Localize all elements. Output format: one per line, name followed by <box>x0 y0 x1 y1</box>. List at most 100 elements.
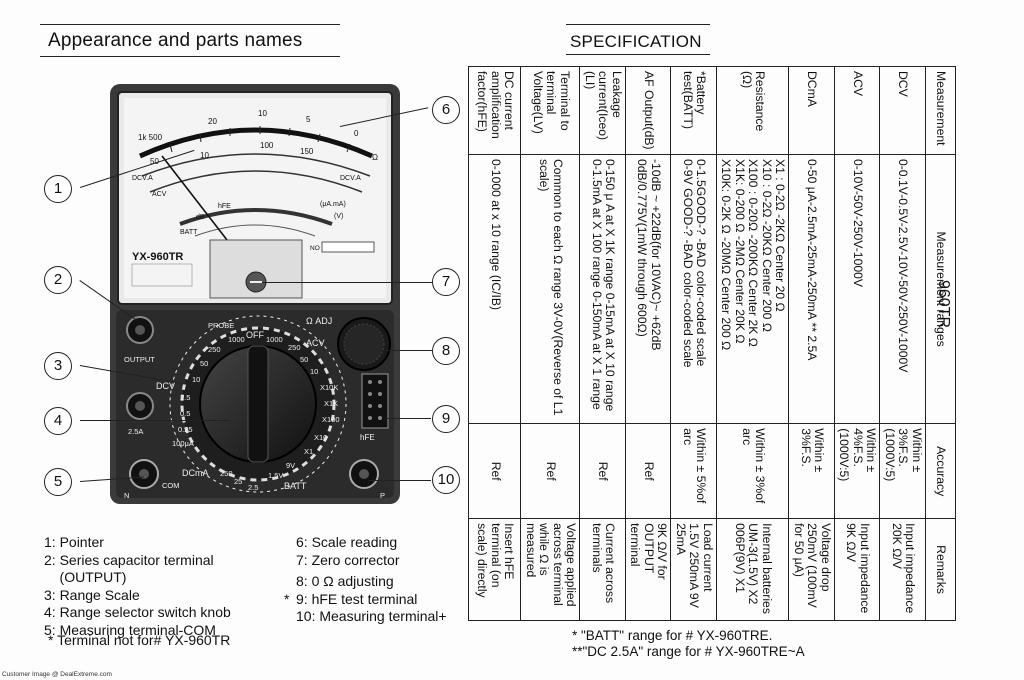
legend-item: 10: Measuring terminal+ <box>296 608 447 624</box>
callout-1: 1 <box>44 175 72 203</box>
cell-accuracy: Within ± 3%F.S. (1000V:5) <box>880 423 926 519</box>
svg-text:X100: X100 <box>322 415 340 424</box>
svg-text:N: N <box>124 491 129 500</box>
cell-range: 0-1.5GOOD-? -BAD color-coded scale 0-9V … <box>671 154 717 424</box>
parts-legend-left: 1: Pointer 2: Series capacitor terminal … <box>44 534 231 639</box>
svg-text:250: 250 <box>288 343 301 352</box>
column-header: Measurement ranges <box>925 154 956 424</box>
cell-measurement: Terminal to terminal Voltage(LV) <box>521 66 580 155</box>
cell-remarks: Input impedance 20K Ω/V <box>880 518 926 621</box>
svg-text:1000: 1000 <box>266 335 283 344</box>
cell-remarks: Voltage applied across terminal while Ω … <box>521 518 580 621</box>
cell-accuracy: Within ± 3%F.S. <box>789 423 835 519</box>
knob-pointer-bar <box>247 345 269 463</box>
terminal-2-5a <box>126 392 154 420</box>
leader-line-7 <box>262 282 432 283</box>
callout-3: 3 <box>44 352 72 380</box>
callout-2: 2 <box>44 266 72 294</box>
svg-text:0: 0 <box>354 129 359 138</box>
cell-accuracy: Within ± 4%F.S. (1000V:5) <box>834 423 880 519</box>
svg-text:OFF: OFF <box>246 330 264 340</box>
svg-text:X10K: X10K <box>320 383 338 392</box>
cell-range: 0-1000 at x 10 range (IC/IB) <box>469 154 521 424</box>
cell-accuracy: Ref <box>580 423 626 519</box>
legend-item: 7: Zero corrector <box>296 551 400 568</box>
spec-table: Measurement Measurement ranges Accuracy … <box>469 66 957 621</box>
legend-item: 8: 0 Ω adjusting <box>296 573 394 589</box>
plus-terminal <box>349 459 379 489</box>
scale-arc-batt <box>179 208 333 226</box>
svg-text:1.5V: 1.5V <box>268 471 283 480</box>
svg-text:2.5A: 2.5A <box>128 427 143 436</box>
scale-label-dcva-left: DCV.A <box>132 175 153 182</box>
cell-measurement: ACV <box>834 66 880 155</box>
cell-measurement: *Battery test(BATT) <box>671 66 717 155</box>
callout-9: 9 <box>432 405 460 433</box>
table-row: Terminal to terminal Voltage(LV) Common … <box>521 66 580 621</box>
svg-text:1000: 1000 <box>228 335 245 344</box>
callout-8: 8 <box>432 337 460 365</box>
footnote-dc25a: **"DC 2.5A" range for # YX-960TRE~A <box>572 644 805 659</box>
legend-star-marker: * <box>284 590 290 607</box>
left-header: Appearance and parts names <box>48 30 303 51</box>
callout-4: 4 <box>44 407 72 435</box>
cell-remarks: Internal batteries UM-3(1.5V) X2 006P(9V… <box>716 518 789 621</box>
cell-accuracy: Ref <box>625 423 671 519</box>
svg-text:ACV: ACV <box>306 338 325 348</box>
svg-text:5: 5 <box>306 115 311 124</box>
svg-text:DCmA: DCmA <box>182 468 209 478</box>
legend-item: 2: Series capacitor terminal <box>44 551 214 568</box>
legend-item-text: 9: hFE test terminal <box>296 590 418 607</box>
table-row: ACV 0-10V-50V-250V-1000V Within ± 4%F.S.… <box>834 66 880 621</box>
leader-line-8 <box>384 350 432 351</box>
cell-accuracy: Ref <box>521 423 580 519</box>
svg-text:DCV: DCV <box>156 381 175 391</box>
table-row: DCV 0-0.1V-0.5V-2.5V-10V-50V-250V-1000V … <box>880 66 926 621</box>
svg-text:20: 20 <box>208 117 217 126</box>
cell-remarks: Input impedance 9K Ω/V <box>834 518 880 621</box>
right-header: SPECIFICATION <box>570 32 702 51</box>
svg-text:10: 10 <box>258 109 267 118</box>
svg-text:9V: 9V <box>286 461 295 470</box>
parts-legend-right: 6: Scale reading 7: Zero corrector 8: 0 … <box>284 534 447 626</box>
svg-text:hFE: hFE <box>360 433 375 442</box>
callout-6: 6 <box>432 96 460 124</box>
svg-text:PROBE: PROBE <box>208 321 234 330</box>
cell-range: 0-50 μA-2.5mA-25mA-250mA ** 2.5A <box>789 154 835 424</box>
svg-text:10: 10 <box>310 367 318 376</box>
cell-remarks: Load current 1.5V 250mA 9V 25mA <box>671 518 717 621</box>
legend-item: 5: Measuring terminal-COM <box>44 621 216 638</box>
svg-text:100μA: 100μA <box>172 439 194 448</box>
left-header-top-rule <box>40 24 340 25</box>
model-label: YX-960TR <box>132 251 183 263</box>
svg-text:NO: NO <box>310 245 320 252</box>
svg-text:Ω: Ω <box>372 153 378 162</box>
table-header-row: Measurement Measurement ranges Accuracy … <box>925 66 956 621</box>
leader-line-9 <box>385 418 431 419</box>
svg-text:50: 50 <box>200 359 208 368</box>
scale-arc-ohm <box>138 127 374 159</box>
footnote-batt: * "BATT" range for # YX-960TRE. <box>572 628 773 643</box>
cell-range: Common to each Ω range 3V-0V(Reverse of … <box>521 154 580 424</box>
right-header-bottom-rule <box>566 54 710 55</box>
image-credit: Customer Image @ DealExtreme.com <box>2 671 112 678</box>
scale-label-batt: BATT <box>180 229 198 236</box>
cell-remarks: 9K Ω/V for OUTPUT terminal <box>625 518 671 621</box>
scale-arc-acv <box>149 170 363 193</box>
svg-text:10: 10 <box>192 375 200 384</box>
svg-text:X1K: X1K <box>324 399 338 408</box>
leader-line-4 <box>80 420 230 421</box>
legend-item: 3: Range Scale <box>44 586 140 603</box>
scale-label-v: (V) <box>334 213 343 220</box>
cell-range: 0-150 μ A at X 1K range 0-15mA at X 10 r… <box>580 154 626 424</box>
legend-item: 6: Scale reading <box>296 534 398 550</box>
svg-text:1k 500: 1k 500 <box>138 133 163 142</box>
output-terminal <box>126 316 154 344</box>
svg-text:P: P <box>380 491 385 500</box>
leader-line-10 <box>368 480 431 481</box>
svg-text:X10: X10 <box>314 433 327 442</box>
scale-label-db: dB <box>196 214 205 221</box>
cell-accuracy: Within ± 3%of arc <box>716 423 789 519</box>
svg-text:50: 50 <box>150 157 159 166</box>
svg-text:250: 250 <box>208 345 221 354</box>
